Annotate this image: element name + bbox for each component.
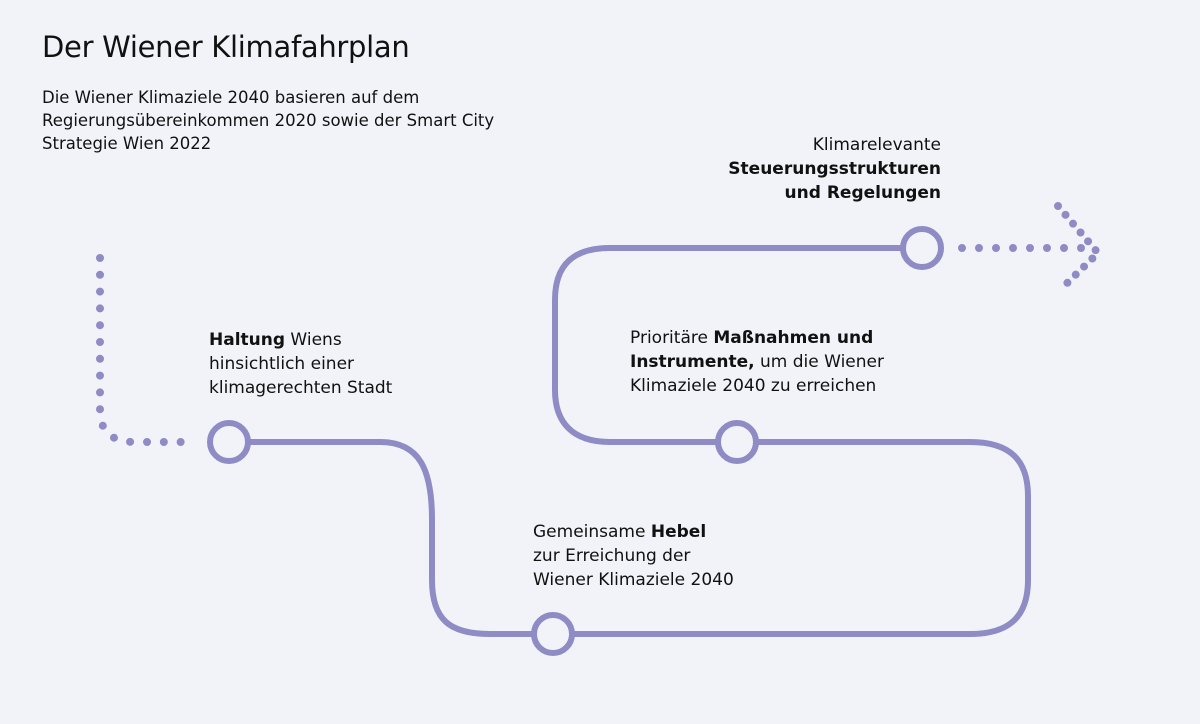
milestone-hebel (531, 612, 575, 656)
step-bold: Hebel (650, 522, 707, 542)
milestone-steuerung (900, 226, 944, 270)
step-bold: Haltung (209, 330, 286, 350)
milestone-haltung (207, 420, 251, 464)
step-text: Klimarelevante (812, 135, 941, 155)
step-bold: Steuerungsstrukturen (728, 159, 941, 179)
step-bold: und Regelungen (784, 183, 941, 203)
roadmap-path (249, 245, 1031, 637)
start-dotted-line (96, 254, 196, 446)
step-hebel-label: Gemeinsame Hebel zur Erreichung der Wien… (533, 520, 734, 592)
step-bold: Maßnahmen und (713, 328, 874, 348)
subtitle: Die Wiener Klimaziele 2040 basieren auf … (42, 88, 495, 153)
step-massnahmen-label: Prioritäre Maßnahmen und Instrumente, um… (630, 326, 884, 398)
step-text: um die Wiener (754, 352, 884, 372)
step-text: Prioritäre (630, 328, 714, 348)
page-title: Der Wiener Klimafahrplan (42, 30, 410, 64)
step-text: Klimaziele 2040 zu erreichen (630, 376, 877, 396)
step-text: hinsichtlich einer (209, 354, 355, 374)
step-haltung-label: Haltung Wiens hinsichtlich einer klimage… (209, 328, 392, 400)
step-text: Wiener Klimaziele 2040 (533, 570, 734, 590)
step-steuerung-label: Klimarelevante Steuerungsstrukturen und … (728, 133, 941, 205)
step-bold: Instrumente, (630, 352, 755, 372)
arrow-head-icon (1054, 202, 1102, 294)
step-text: zur Erreichung der (533, 546, 691, 566)
milestone-massnahmen (715, 420, 759, 464)
step-text: klimagerechten Stadt (209, 378, 393, 398)
step-text: Wiens (285, 330, 342, 350)
step-text: Gemeinsame (533, 522, 651, 542)
